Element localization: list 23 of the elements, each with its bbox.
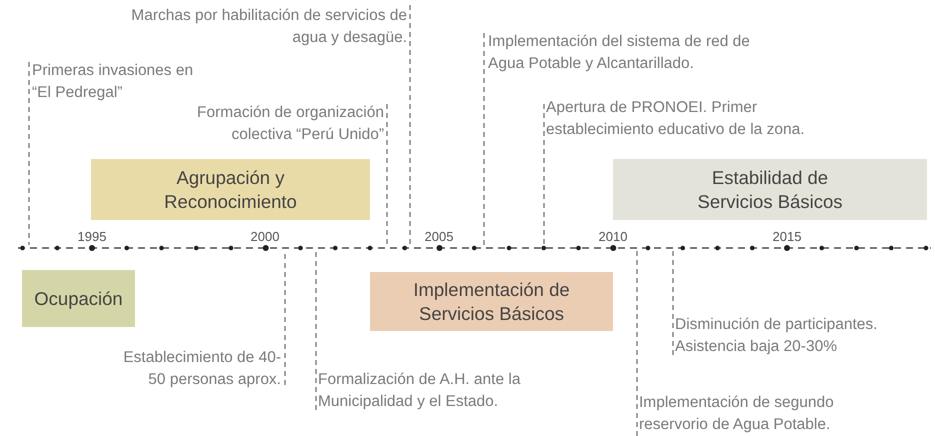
year-label: 2000	[250, 229, 280, 244]
year-label: 2010	[598, 229, 628, 244]
event-text: Formación de organización colectiva “Perú Unido”	[150, 102, 384, 146]
leader-line	[636, 250, 638, 436]
leader-line	[28, 62, 30, 246]
event-text: Primeras invasiones en “El Pedregal”	[32, 60, 207, 104]
year-label: 2015	[772, 229, 802, 244]
phase-box: Estabilidad de Servicios Básicos	[613, 159, 927, 220]
timeline-axis	[16, 245, 933, 251]
phase-box: Implementación de Servicios Básicos	[370, 272, 613, 331]
year-label: 1995	[76, 229, 108, 244]
phase-box: Ocupación	[22, 270, 135, 327]
leader-line	[672, 250, 674, 356]
event-text: Implementación de segundo reservorio de Agua Potable.	[639, 392, 899, 436]
phase-box: Agrupación y Reconocimiento	[91, 159, 370, 220]
event-text: Implementación del sistema de red de Agua Potable y Alcantarillado.	[488, 31, 768, 75]
event-text: Apertura de PRONOEI. Primer establecimiento educativo de la zona.	[546, 97, 846, 141]
event-text: Disminución de participantes. Asistencia baja 20-30%	[675, 314, 925, 358]
event-text: Marchas por habilitación de servicios de agua y desagüe.	[131, 5, 407, 49]
event-text: Establecimiento de 40-50 personas aprox.	[118, 347, 281, 391]
leader-line	[386, 104, 388, 246]
event-text: Formalización de A.H. ante la Municipalidad y el Estado.	[318, 369, 558, 413]
year-label: 2005	[424, 229, 454, 244]
